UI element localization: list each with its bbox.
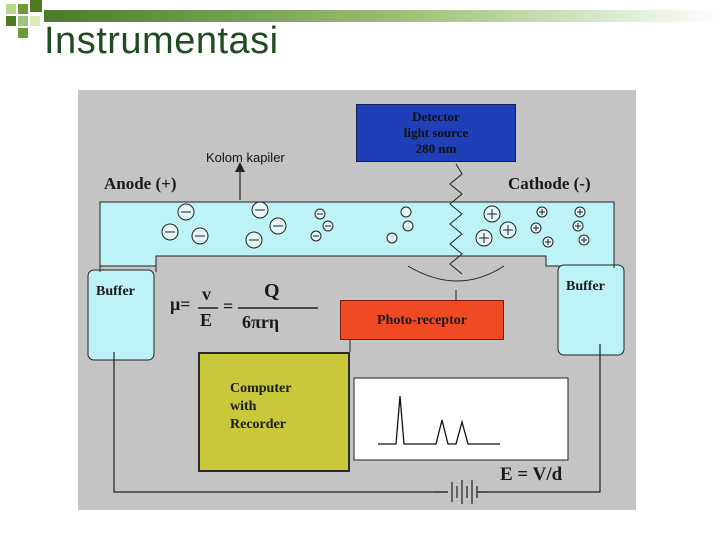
neutral-group [386, 206, 414, 244]
equation-e-denominator: E [200, 310, 213, 330]
decor-square [18, 28, 28, 38]
anode-label: Anode (+) [104, 174, 177, 193]
decor-square [30, 16, 40, 26]
decor-square [30, 0, 42, 12]
ce-diagram: Kolom kapiler Anode (+) Cathode (-) Dete… [78, 90, 636, 510]
circuit-wire-left [113, 352, 448, 493]
buffer-label-right: Buffer [566, 279, 605, 294]
anion-group [161, 201, 334, 249]
buffer-vial-right [557, 264, 625, 356]
photo-receptor-box: Photo-receptor [340, 300, 504, 340]
equation-equals: = [223, 296, 234, 316]
battery-icon [434, 480, 488, 504]
computer-recorder-box: Computer with Recorder [198, 352, 350, 472]
computer-line: with [230, 399, 257, 414]
decor-square [18, 4, 28, 14]
lens-arc [407, 265, 505, 282]
decor-square [6, 4, 16, 14]
field-equation: E = V/d [500, 464, 563, 485]
decor-square [6, 16, 16, 26]
decor-square [18, 16, 28, 26]
cathode-label: Cathode (-) [508, 174, 591, 193]
cation-group [475, 205, 590, 248]
computer-line: Computer [230, 381, 292, 396]
detector-line: 280 nm [415, 141, 457, 156]
light-path-zigzag [449, 163, 463, 275]
detector-line: light source [403, 125, 469, 140]
electropherogram-trace [378, 395, 500, 445]
equation-v: v [202, 284, 211, 304]
equation-q: Q [264, 280, 280, 302]
detector-box: Detector light source 280 nm [356, 104, 516, 162]
equation-denominator: 6πrη [242, 312, 280, 332]
buffer-label-left: Buffer [96, 284, 135, 299]
title-bar [44, 10, 720, 22]
computer-line: Recorder [230, 417, 286, 432]
slide-title: Instrumentasi [44, 20, 279, 62]
equation-mu: μ= [170, 294, 191, 314]
kolom-arrowhead [235, 162, 245, 172]
detector-line: Detector [412, 109, 460, 124]
circuit-wire-right [478, 344, 601, 493]
buffer-vial-left [87, 269, 155, 361]
kolom-label: Kolom kapiler [206, 150, 285, 165]
recorder-screen [353, 377, 569, 461]
